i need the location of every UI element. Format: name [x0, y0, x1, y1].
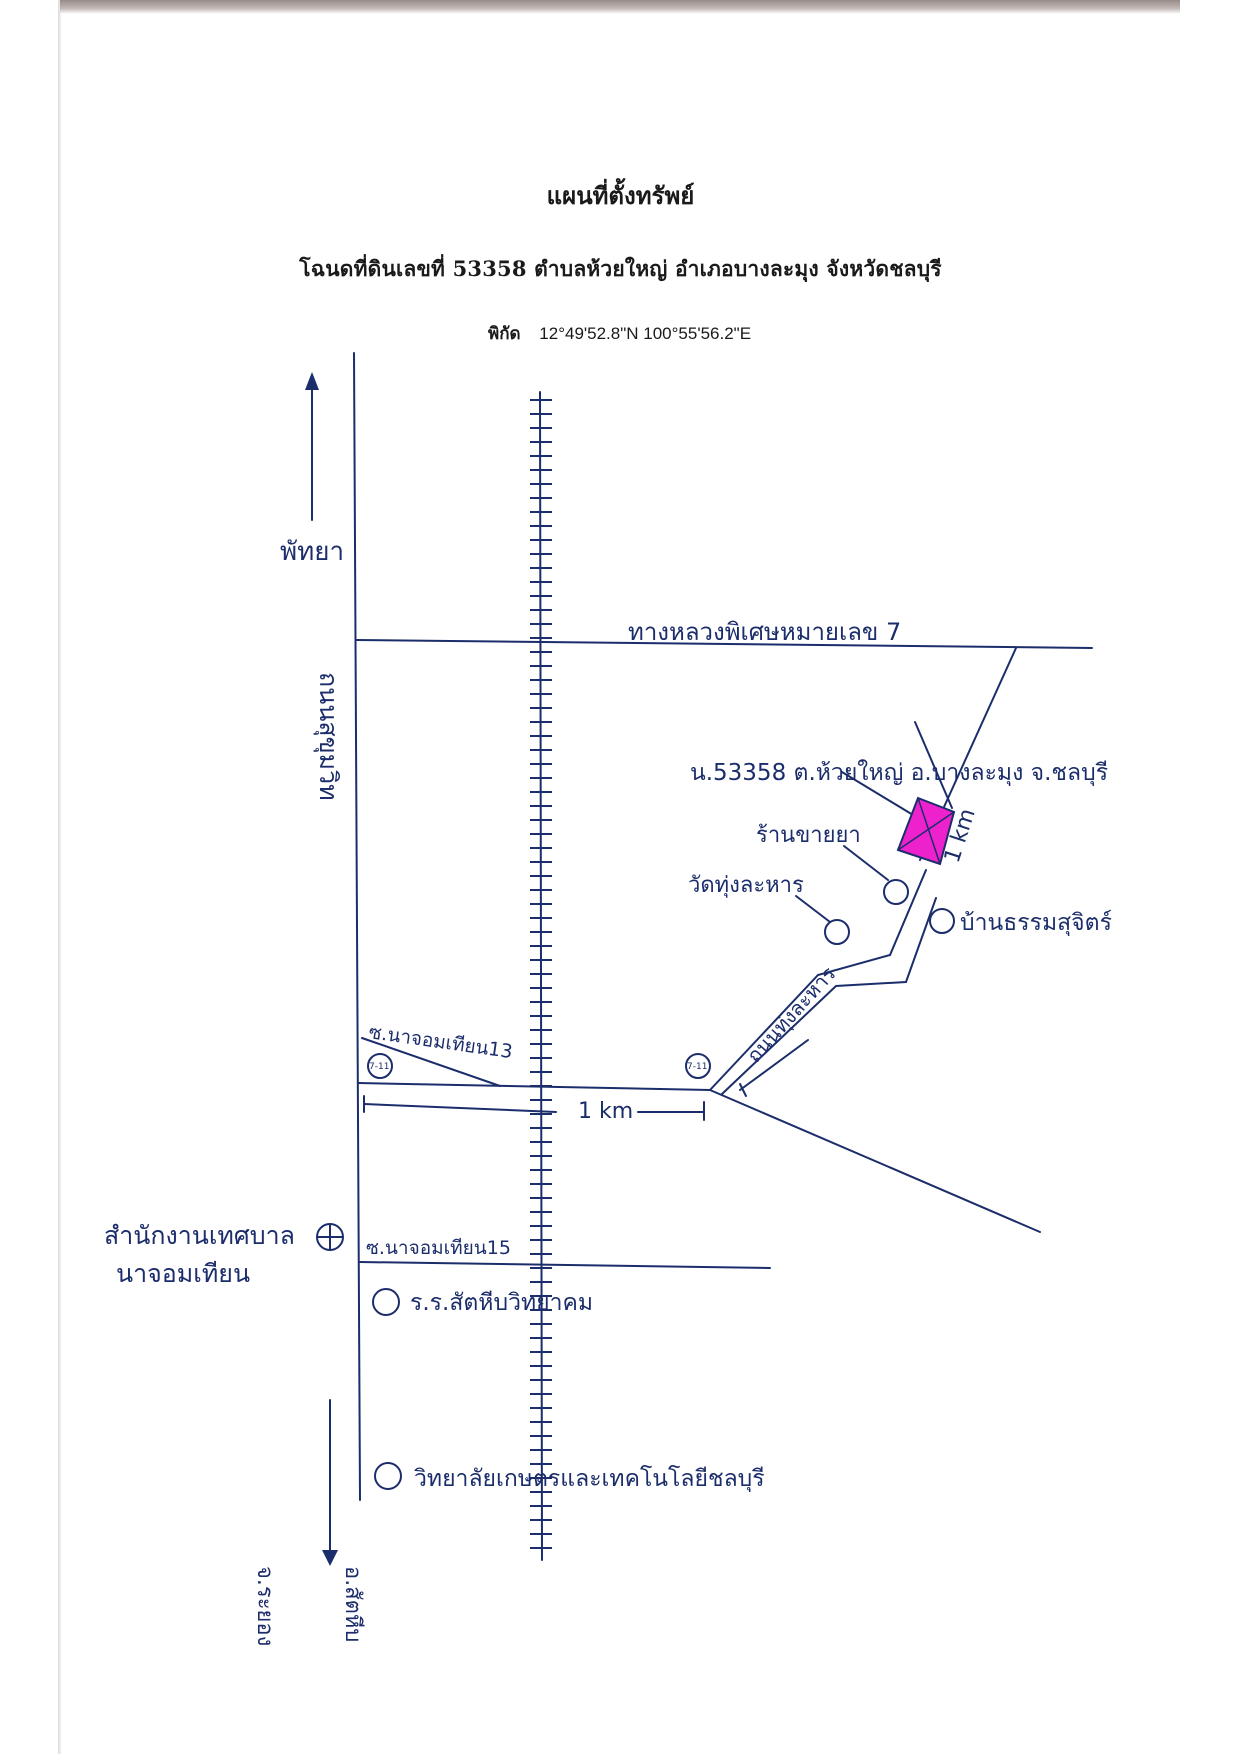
south-direction-label-2: จ.ระยอง [252, 1566, 277, 1646]
north-direction-label: พัทยา [280, 537, 344, 567]
village-marker [929, 908, 955, 934]
km-diagonal-road [739, 1039, 809, 1091]
college-label: วิทยาลัยเกษตรและเทคโนโลยีชลบุรี [414, 1465, 765, 1492]
municipality-label: สำนักงานเทศบาล [104, 1221, 295, 1250]
south-arrowhead [322, 1550, 338, 1566]
municipality-label-line2: นาจอมเทียน [116, 1259, 250, 1288]
soi-13-label: ซ.นาจอมเทียน13 [367, 1021, 514, 1063]
sukhumvit-label: ถนนสุขุมวิท [313, 672, 343, 801]
soi-15-road [359, 1261, 771, 1269]
village-label: บ้านธรรมสุจิตร์ [960, 909, 1112, 936]
deed-subtitle: โฉนดที่ดินเลขที่ 53358 ตำบลห้วยใหญ่ อำเภ… [299, 256, 942, 281]
highway-7-road [355, 639, 1093, 649]
coords-label: พิกัด [488, 324, 521, 344]
south-direction-label-1: อ.สัตหีบ [340, 1566, 365, 1642]
highway-7-label: ทางหลวงพิเศษหมายเลข 7 [628, 618, 901, 646]
distance-label-horizontal: 1 km [578, 1099, 633, 1124]
parcel-label: น.53358 ต.ห้วยใหญ่ อ.บางละมุง จ.ชลบุรี [690, 759, 1108, 786]
temple-label: วัดทุ่งละหาร [688, 873, 804, 898]
km-parcel-line [914, 721, 953, 809]
tunglahan-road-b [721, 897, 937, 1095]
seven-eleven-marker-right [685, 1053, 711, 1079]
coords-value: 12°49'52.8"N 100°55'56.2"E [539, 324, 752, 343]
railway-ties [530, 399, 552, 1549]
school-label: ร.ร.สัตหีบวิทยาคม [410, 1290, 593, 1316]
temple-leader [795, 895, 831, 923]
north-arrowhead [305, 372, 319, 390]
page-edge [58, 0, 62, 1754]
road-southeast [709, 1089, 1041, 1233]
seven-eleven-marker-left [367, 1053, 393, 1079]
school-marker [372, 1288, 400, 1316]
km-line-left [363, 1103, 557, 1113]
soi-15-label: ซ.นาจอมเทียน15 [366, 1237, 511, 1259]
shop-leader [843, 845, 889, 881]
shop-label: ร้านขายยา [756, 823, 861, 848]
coordinates: พิกัด 12°49'52.8"N 100°55'56.2"E [488, 320, 751, 347]
municipality-marker [316, 1223, 344, 1251]
temple-marker [824, 919, 850, 945]
soi-13-diagonal [361, 1037, 501, 1087]
property-parcel [896, 796, 956, 866]
sukhumvit-road [353, 352, 361, 1501]
college-marker [374, 1462, 402, 1490]
page-title: แผนที่ตั้งทรัพย์ [546, 181, 695, 210]
shop-marker [883, 879, 909, 905]
tunglahan-road-a [709, 869, 927, 1091]
top-edge-strip [60, 0, 1180, 14]
seven-eleven-label-left: 7-11 [369, 1062, 389, 1072]
seven-eleven-label-right: 7-11 [687, 1062, 707, 1072]
